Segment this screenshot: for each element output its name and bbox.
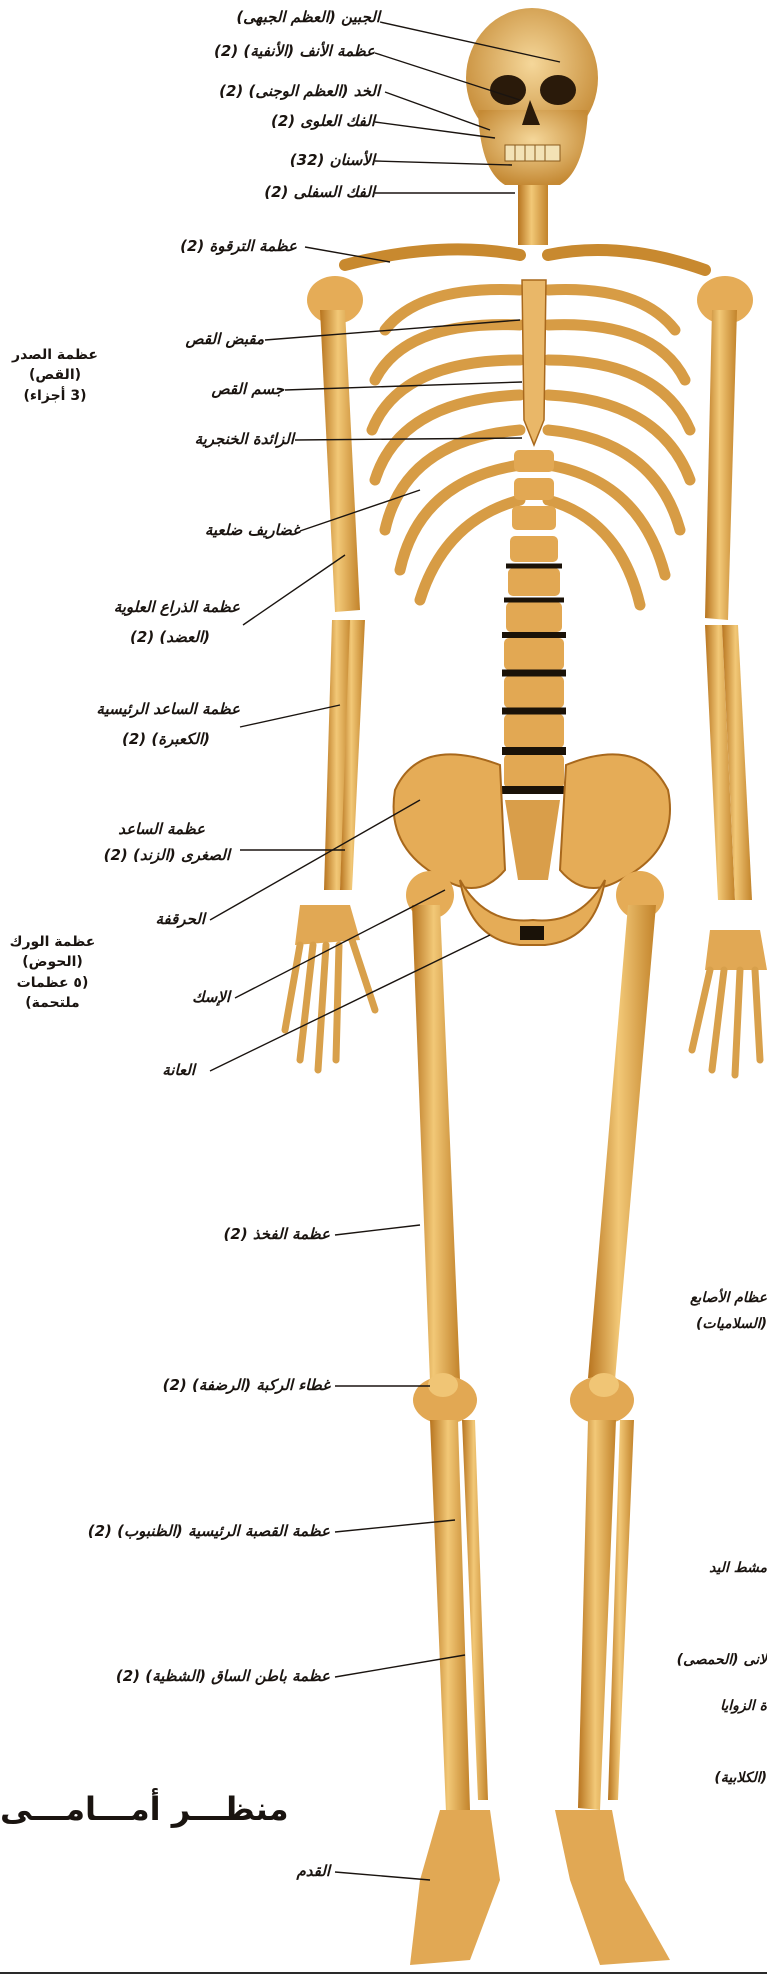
hip-group-line3: (٥ عظمات bbox=[0, 973, 105, 993]
sternum-group-line3: (3 أجزاء) bbox=[0, 386, 110, 406]
label-phalanges-line2: (السلاميات) bbox=[696, 1316, 767, 1332]
left-arm bbox=[285, 276, 375, 1070]
sternum bbox=[522, 280, 546, 445]
label-trapezoid: ة الزوايا bbox=[720, 1698, 767, 1714]
label-maxilla: الفك العلوى (2) bbox=[271, 112, 375, 130]
label-ulna-line1: عظمة الساعد bbox=[118, 820, 205, 838]
leader-lines bbox=[210, 22, 560, 1880]
label-pubis: العانة bbox=[162, 1061, 195, 1079]
label-metacarpals: مشط اليد bbox=[709, 1560, 767, 1576]
label-radius-line1: عظمة الساعد الرئيسية bbox=[96, 700, 240, 718]
label-femur: عظمة الفخذ (2) bbox=[224, 1225, 330, 1243]
label-hip-group: عظمة الورك (الحوض) (٥ عظمات ملتحمة) bbox=[0, 932, 105, 1013]
sternum-group-line2: (القص) bbox=[0, 365, 110, 385]
label-costal-cartilage: غضاريف ضلعية bbox=[205, 521, 300, 539]
label-clavicle: عظمة الترقوة (2) bbox=[180, 237, 297, 255]
label-patella: غطاء الركبة (الرضفة) (2) bbox=[163, 1376, 330, 1394]
label-mandible: الفك السفلى (2) bbox=[264, 183, 375, 201]
label-teeth: الأسنان (32) bbox=[290, 151, 375, 169]
label-sternum-body: جسم القص bbox=[211, 380, 284, 398]
sternum-group-line1: عظمة الصدر bbox=[0, 345, 110, 365]
clavicles bbox=[345, 249, 705, 270]
label-fibula: عظمة باطن الساق (الشظية) (2) bbox=[116, 1667, 330, 1685]
label-humerus-line2: (العضد) (2) bbox=[130, 628, 210, 646]
label-humerus-line1: عظمة الذراع العلوية bbox=[114, 598, 240, 616]
cervical-spine bbox=[518, 185, 548, 245]
label-ischium: الإسك bbox=[192, 988, 230, 1006]
legs bbox=[406, 871, 670, 1965]
label-sternum-group: عظمة الصدر (القص) (3 أجزاء) bbox=[0, 345, 110, 406]
label-zygomatic-bone: الخد (العظم الوجنى) (2) bbox=[219, 82, 380, 100]
hip-group-line2: (الحوض) bbox=[0, 952, 105, 972]
hip-group-line1: عظمة الورك bbox=[0, 932, 105, 952]
label-nasal-bone: عظمة الأنف (الأنفية) (2) bbox=[214, 42, 375, 60]
label-manubrium: مقبض القص bbox=[186, 330, 264, 348]
label-xiphoid-process: الزائدة الخنجرية bbox=[195, 430, 294, 448]
label-ulna-line2: الصغرى (الزند) (2) bbox=[104, 846, 230, 864]
right-arm bbox=[692, 276, 767, 1075]
label-phalanges-line1: عظام الأصابع bbox=[690, 1290, 767, 1306]
label-tibia: عظمة القصبة الرئيسية (الظنبوب) (2) bbox=[88, 1522, 330, 1540]
hip-group-line4: ملتحمة) bbox=[0, 993, 105, 1013]
label-pisiform: لانى (الحمصى) bbox=[677, 1652, 767, 1668]
label-hamate: (الكلابية) bbox=[714, 1770, 767, 1786]
label-ilium: الحرقفة bbox=[156, 910, 206, 928]
label-radius-line2: (الكعبرة) (2) bbox=[122, 730, 210, 748]
skull bbox=[466, 8, 598, 185]
label-frontal-bone: الجبين (العظم الجبهى) bbox=[236, 8, 380, 26]
view-title: منظـــر أمـــامـــى bbox=[0, 1790, 289, 1828]
bottom-rule bbox=[0, 1972, 767, 1974]
label-foot: القدم bbox=[297, 1862, 331, 1880]
